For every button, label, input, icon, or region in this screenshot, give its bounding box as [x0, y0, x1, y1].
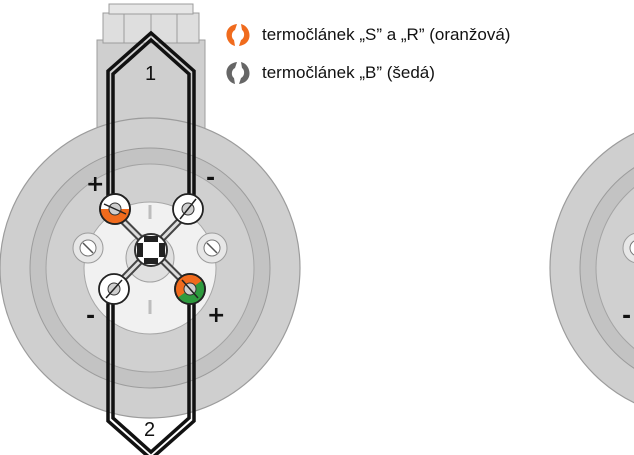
thermocouple-orange-icon: [226, 24, 250, 46]
screw-right: [196, 232, 228, 264]
polarity-top-left: +: [86, 172, 104, 197]
terminal-top-left: [99, 193, 131, 225]
wire-1-label: 1: [145, 63, 156, 85]
legend-label-b: termočlánek „B” (šedá): [262, 63, 435, 82]
wire-1: [106, 30, 196, 198]
polarity-top-right: -: [206, 166, 215, 191]
thermocouple-gray-icon: [226, 62, 250, 84]
screw-left: [72, 232, 104, 264]
center-connector: [134, 233, 168, 267]
terminal-top-right: [172, 193, 204, 225]
polarity-bottom-right: +: [207, 303, 225, 328]
sensor-head-left: [0, 117, 301, 419]
wire-2: [106, 300, 196, 455]
polarity-bottom-left: -: [86, 304, 95, 329]
legend-item-s-r: termočlánek „S” a „R” (oranžová): [222, 21, 510, 49]
legend-label-s-r: termočlánek „S” a „R” (oranžová): [262, 25, 511, 44]
wire-2-label: 2: [144, 419, 155, 441]
legend-item-b: termočlánek „B” (šedá): [222, 59, 435, 87]
sensor-head-right: -: [549, 132, 634, 404]
terminal-bottom-right: [174, 273, 206, 305]
terminal-bottom-left: [98, 273, 130, 305]
svg-text:-: -: [622, 304, 631, 329]
